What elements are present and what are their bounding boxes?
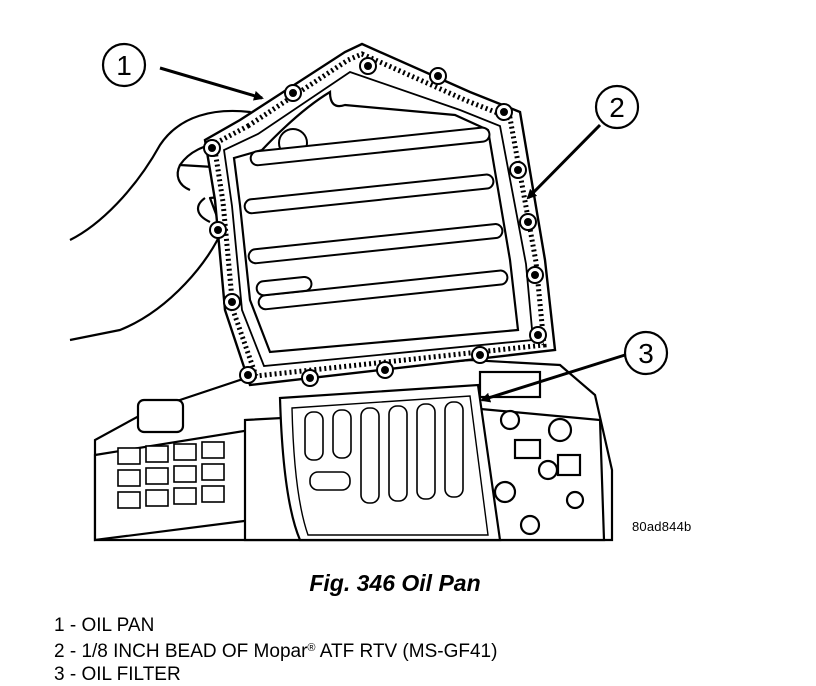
callout-2-number: 2 xyxy=(609,92,625,123)
callout-2: 2 xyxy=(526,84,640,200)
oil-pan-diagram: 1 2 3 xyxy=(69,42,669,542)
callout-1-number: 1 xyxy=(116,50,132,81)
legend-item-2: 2 - 1/8 INCH BEAD OF Mopar® ATF RTV (MS-… xyxy=(54,641,498,662)
legend-item-1: 1 - OIL PAN xyxy=(54,615,155,636)
valve-body-grid xyxy=(117,441,225,509)
figure-caption: Fig. 346 Oil Pan xyxy=(309,570,481,596)
oil-pan xyxy=(203,42,557,387)
callout-3-number: 3 xyxy=(638,338,654,369)
callout-3: 3 xyxy=(480,330,669,403)
legend-item-3: 3 - OIL FILTER xyxy=(54,664,181,685)
legend: 1 - OIL PAN 2 - 1/8 INCH BEAD OF Mopar® … xyxy=(54,614,497,686)
registered-mark: ® xyxy=(307,642,316,654)
figure-code: 80ad844b xyxy=(632,519,692,534)
oil-filter xyxy=(278,383,502,542)
callout-1: 1 xyxy=(101,42,264,101)
